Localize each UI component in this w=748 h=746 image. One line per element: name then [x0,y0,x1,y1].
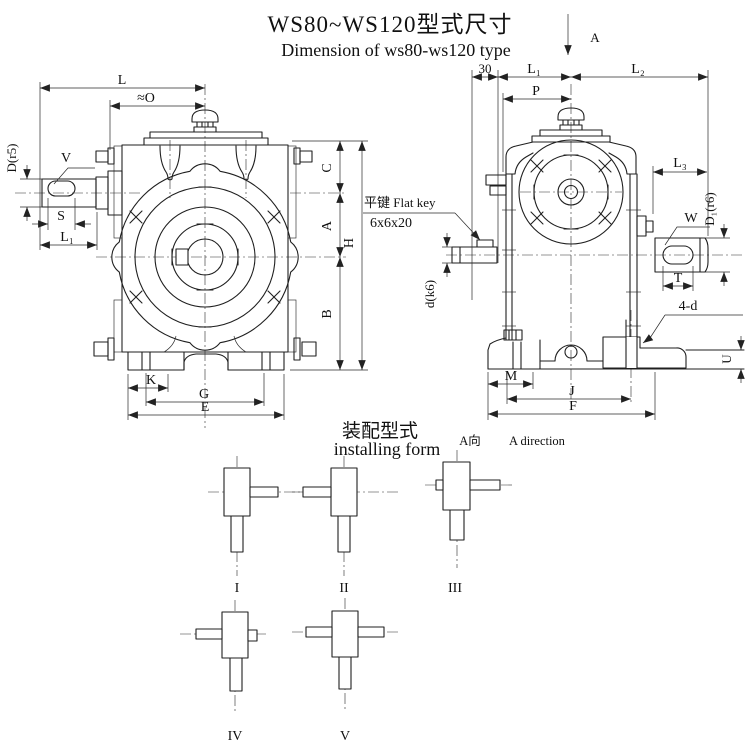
dim-E: E [201,400,210,415]
dim-W: W [684,211,698,226]
installing-forms: 装配型式 installing form A向 A direction I II [180,420,566,744]
side-feet [487,319,745,370]
dim-D-r5: D(r5) [4,144,19,173]
form-5: V [292,598,398,744]
mounting-feet [127,335,285,371]
flat-key-label: 平键 Flat key [364,195,436,210]
form-1-label: I [235,581,240,596]
dim-4d: 4-d [679,299,698,314]
drain-lug [554,344,588,362]
installing-heading-cn: 装配型式 [342,420,418,442]
form-4: IV [180,600,266,744]
dim-P: P [532,84,540,99]
dim-K: K [146,373,156,388]
form-1: I [208,456,300,596]
form-2: II [292,456,398,596]
dim-L3: L₃ [673,156,687,171]
dim-d-k6: d(k6) [422,280,437,308]
dim-F: F [569,399,577,414]
dim-L: L [118,73,127,88]
flat-key [476,239,494,248]
flat-key-size: 6x6x20 [370,216,412,231]
dim-M: M [505,369,518,384]
housing-body [121,144,289,353]
foot-section [602,336,687,369]
title-cn: WS80~WS120型式尺寸 [268,12,513,37]
bore-keyway [175,248,189,266]
dim-T: T [674,271,683,286]
side-view: 30 L₁ L₂ P L₃ 平键 Flat key 6x6x20 d(k6) W… [363,61,745,420]
input-keyway [47,180,76,197]
view-arrow-label: A [590,30,600,45]
dim-L1-front: L₁ [60,230,73,245]
title-en: Dimension of ws80-ws120 type [281,40,510,60]
dim-O: ≈O [137,91,155,106]
output-shaft-side [654,237,709,273]
installing-heading-en: installing form [334,439,441,459]
dim-J: J [569,384,575,399]
hex-bolt [93,147,317,361]
output-flange [111,163,299,351]
dim-B: B [320,309,335,318]
dim-H: H [342,238,357,248]
dim-C: C [320,163,335,172]
form-3: III [425,450,512,596]
form-2-label: II [339,581,349,596]
dim-U: U [719,354,734,364]
form-3-label: III [448,581,462,596]
input-shaft [41,170,123,216]
a-direction-en: A direction [509,434,566,448]
dim-G: G [199,387,209,402]
input-shaft-side [451,239,498,264]
dim-L2: L₂ [631,62,645,77]
dim-S: S [57,209,65,224]
form-4-label: IV [228,729,243,744]
dim-30: 30 [479,61,492,76]
worm-housing [518,139,624,245]
dim-V: V [61,151,71,166]
a-direction-cn: A向 [459,433,481,448]
dim-L1-side: L₁ [527,62,540,77]
dim-A: A [320,220,335,231]
output-keyway [662,245,694,265]
form-5-label: V [340,729,350,744]
view-direction-arrow: A [564,14,600,55]
dim-D1-r6: D₁(r6) [702,192,717,225]
front-view: L ≈O D(r5) V S L₁ C A B H [4,73,368,428]
